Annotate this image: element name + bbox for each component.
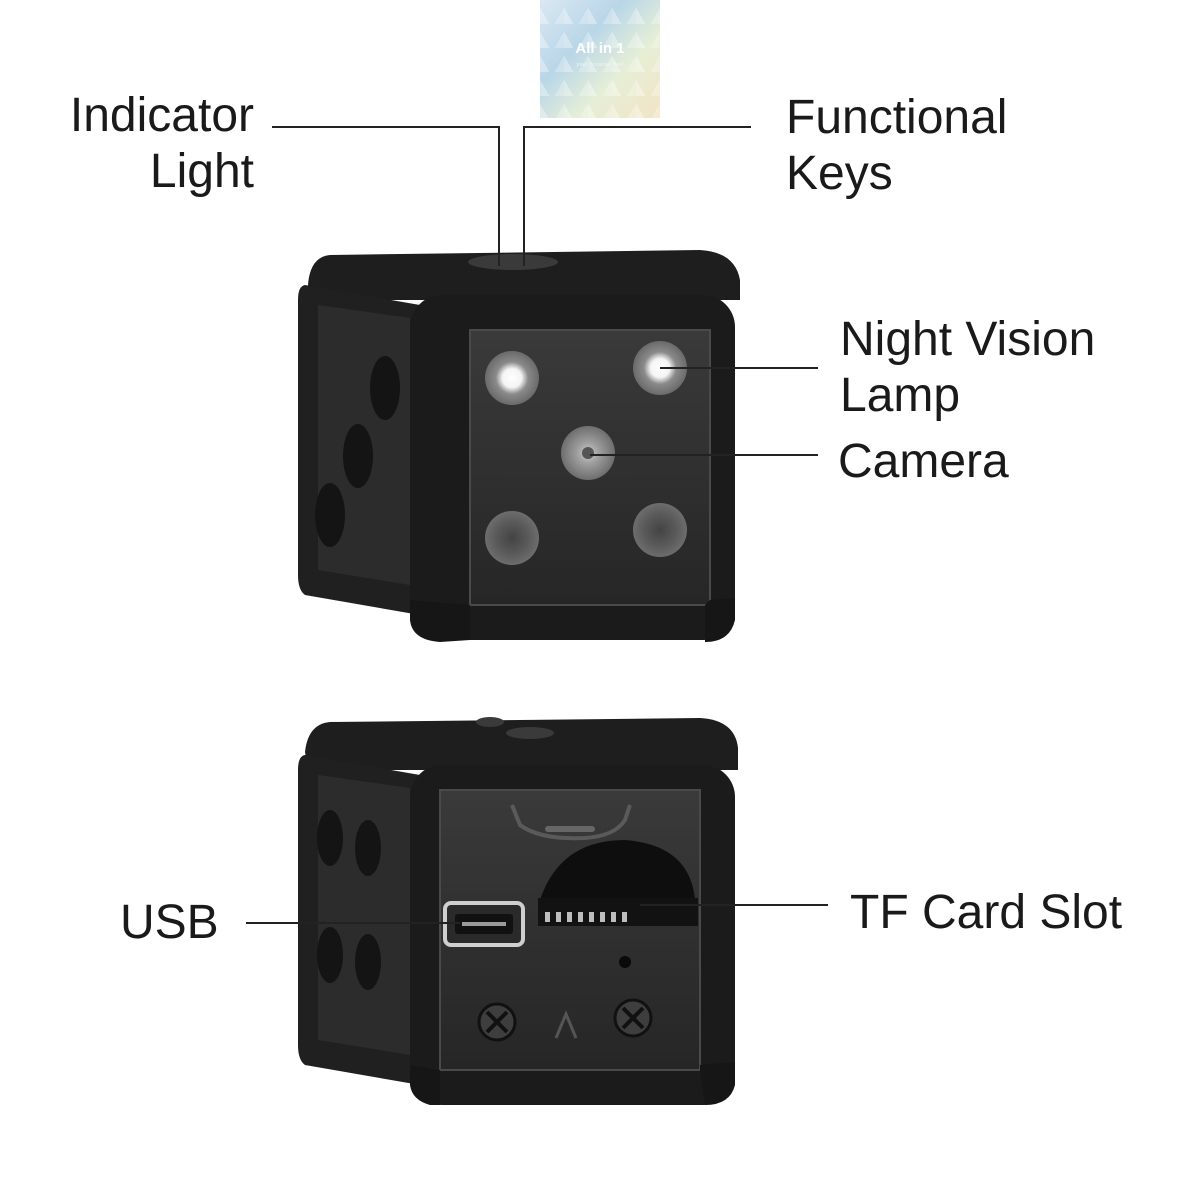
night-vision-lamp-label: Night Vision Lamp — [840, 312, 1095, 424]
indicator-leader-vertical — [498, 126, 500, 266]
indicator-leader-horizontal — [272, 126, 500, 128]
functional-keys-label: Functional Keys — [786, 90, 1007, 202]
badge-title: All in 1 — [575, 40, 625, 57]
camera-label: Camera — [838, 435, 1009, 488]
indicator-label-line1: Indicator — [69, 89, 254, 142]
tf-slot-leader — [640, 904, 828, 906]
indicator-label-line2: Light — [149, 145, 254, 198]
tf-card-pins — [545, 912, 627, 922]
camera-leader — [590, 454, 818, 456]
night-vision-led-bottom-left — [485, 511, 539, 565]
night-label-line2: Lamp — [840, 369, 961, 422]
night-vision-led-bottom-right — [633, 503, 687, 557]
bottom-camera-cube — [298, 717, 738, 1105]
night-vision-leader — [660, 367, 818, 369]
usb-leader — [246, 922, 460, 924]
top-camera-cube — [298, 250, 740, 642]
functional-label-line1: Functional — [786, 91, 1008, 144]
night-label-line1: Night Vision — [840, 313, 1096, 366]
tf-card-slot-label: TF Card Slot — [850, 886, 1123, 939]
indicator-light-label: Indicator Light — [30, 88, 254, 200]
all-in-one-badge: All in 1 your creative feel — [540, 0, 660, 118]
functional-label-line2: Keys — [786, 147, 893, 200]
night-vision-led-top-left — [485, 351, 539, 405]
badge-pattern — [540, 0, 660, 118]
badge-subtitle: your creative feel — [576, 62, 624, 68]
functional-leader-horizontal — [523, 126, 751, 128]
usb-label: USB — [120, 896, 219, 949]
functional-leader-vertical — [523, 126, 525, 266]
